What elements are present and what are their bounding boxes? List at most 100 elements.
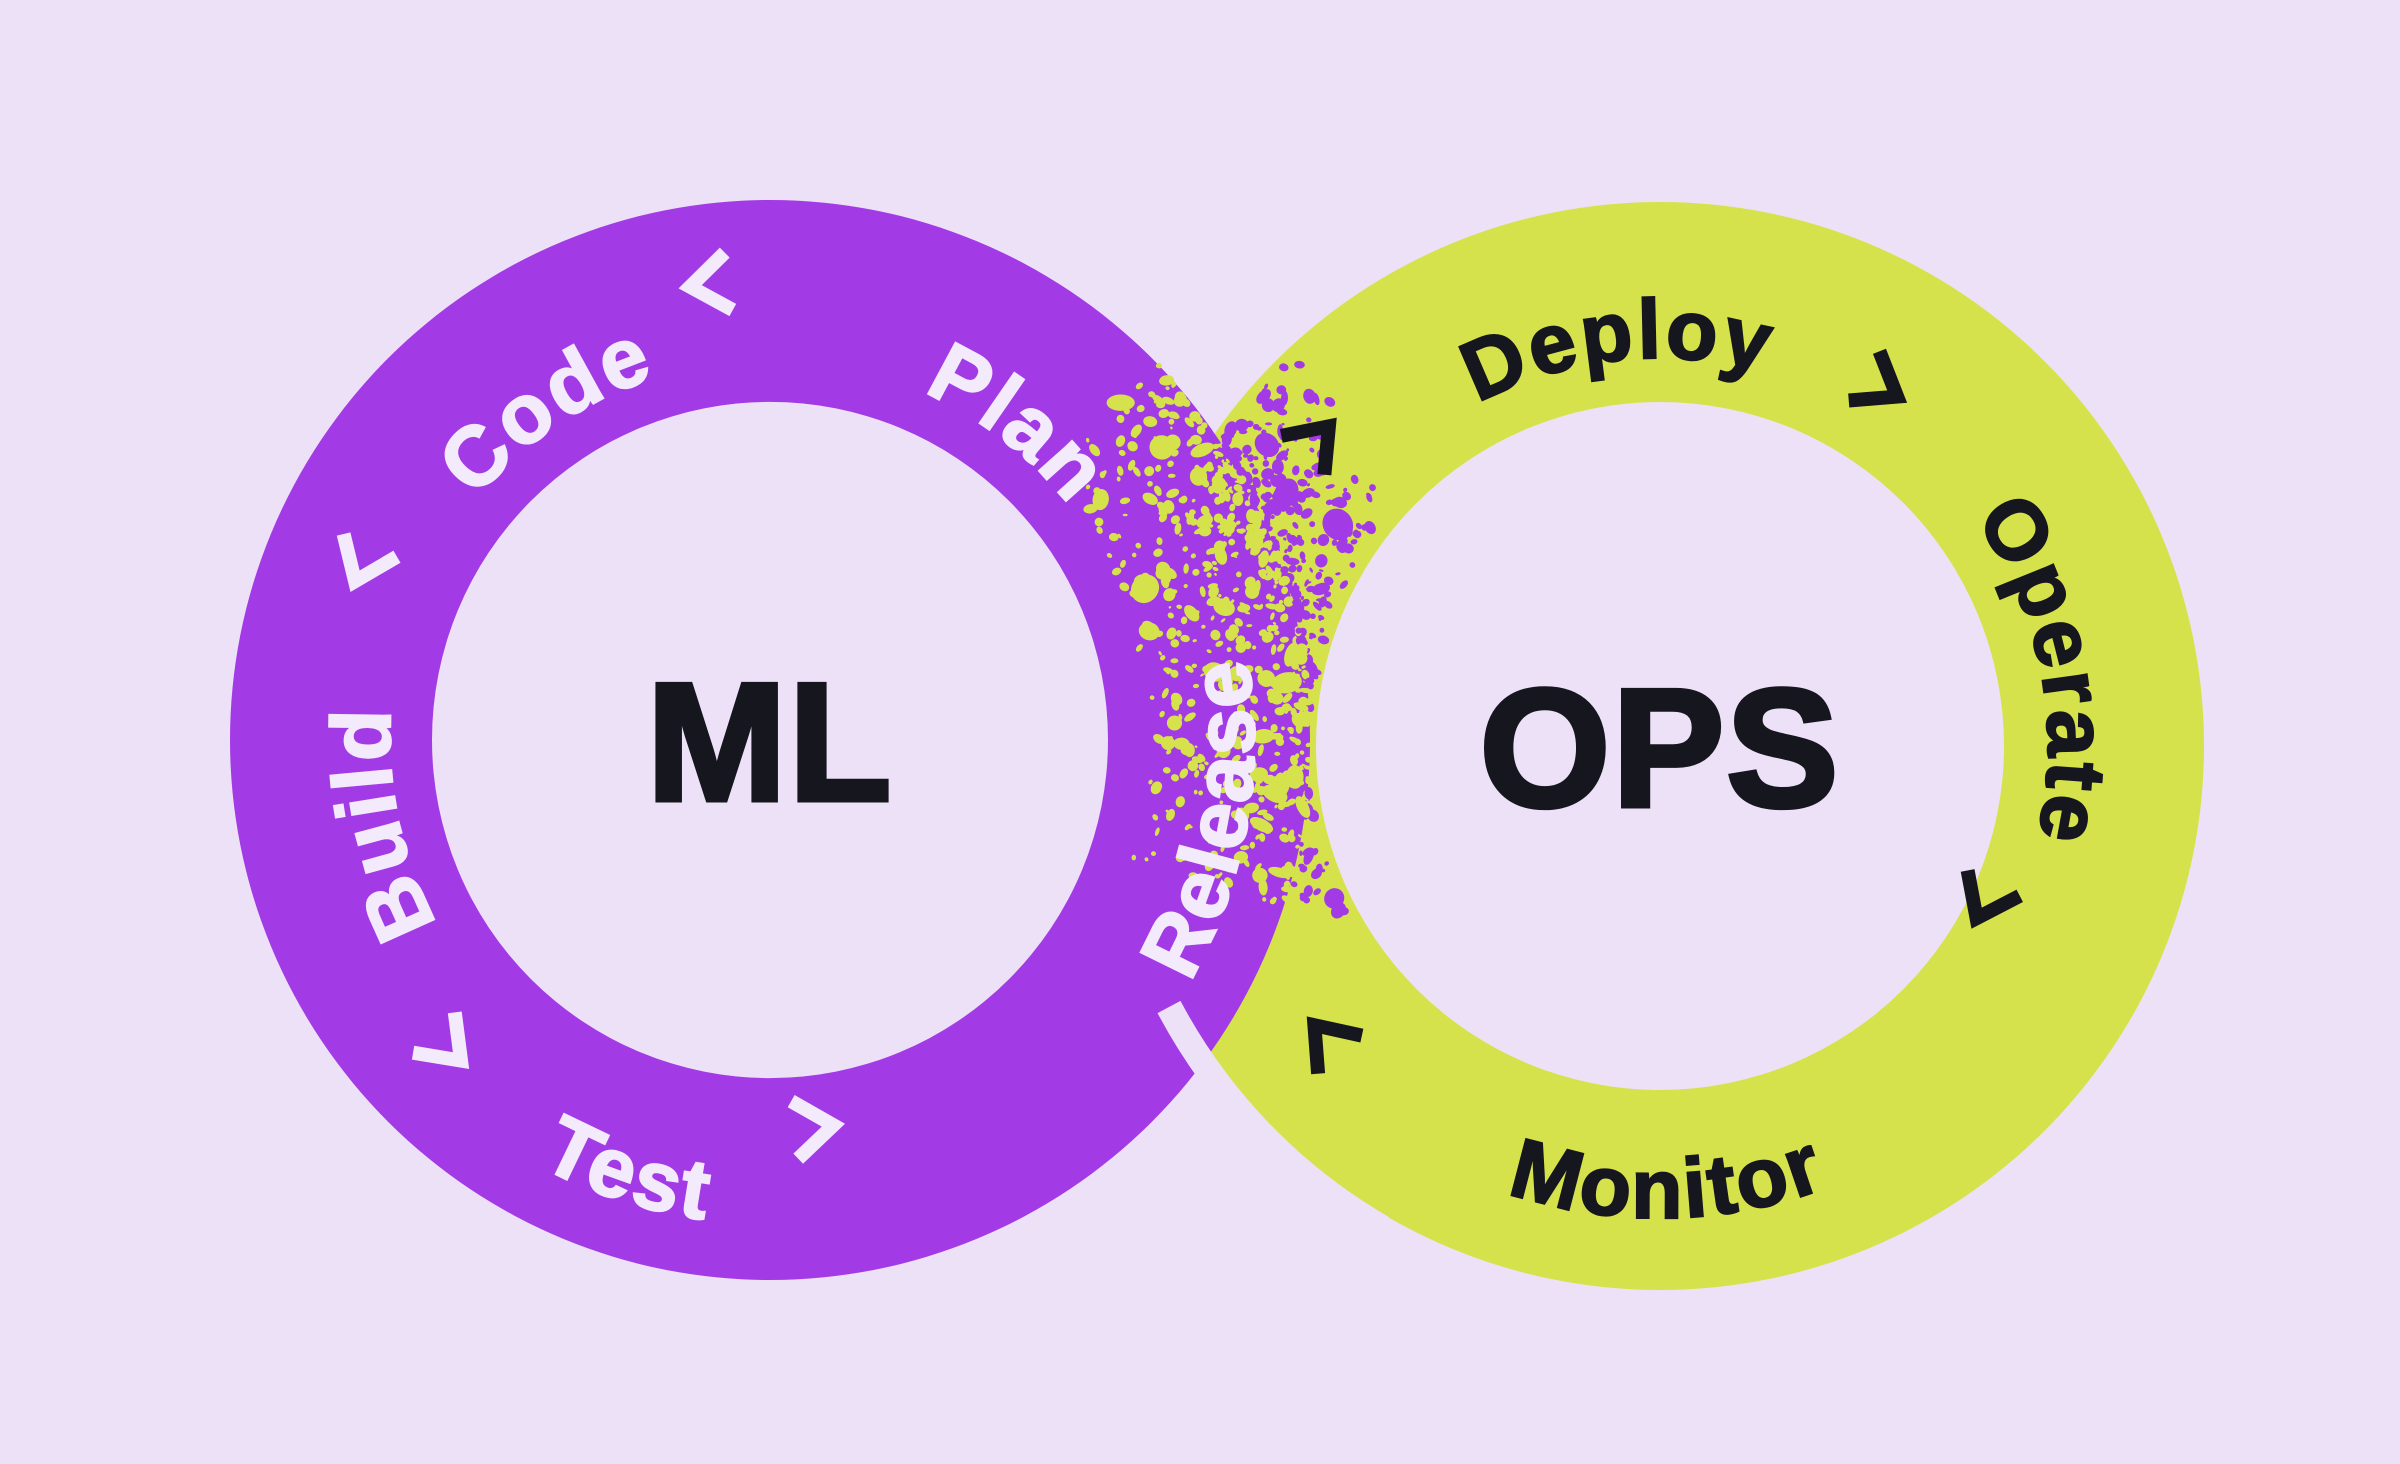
- splatter-dot: [1222, 780, 1227, 787]
- splatter-dot: [1294, 465, 1299, 469]
- splatter-dot: [1310, 537, 1318, 545]
- splatter-dot: [1301, 669, 1310, 680]
- splatter-dot: [1287, 726, 1294, 733]
- splatter-dot: [1284, 491, 1296, 500]
- splatter-dot: [1131, 854, 1137, 861]
- splatter-dot: [1108, 532, 1119, 542]
- splatter-dot: [1122, 513, 1128, 517]
- splatter-dot: [1291, 499, 1299, 508]
- splatter-dot: [1251, 510, 1264, 522]
- splatter-dot: [1252, 818, 1264, 829]
- splatter-dot: [1283, 537, 1287, 541]
- chevron-icon: [336, 532, 401, 593]
- splatter-dot: [1331, 539, 1338, 546]
- splatter-dot: [1313, 888, 1321, 896]
- splatter-dot: [1119, 497, 1131, 505]
- splatter-dot: [1213, 513, 1224, 523]
- splatter-dot: [1237, 604, 1251, 613]
- splatter-dot: [1246, 695, 1253, 699]
- splatter-dot: [1366, 492, 1372, 498]
- splatter-dot: [1182, 546, 1189, 552]
- splatter-dot: [1144, 857, 1149, 862]
- splatter-dot: [1282, 692, 1293, 703]
- splatter-dot: [1213, 598, 1235, 617]
- splatter-dot: [1209, 727, 1219, 736]
- splatter-dot: [1155, 362, 1162, 369]
- splatter-dot: [1339, 580, 1349, 589]
- splatter-dot: [1168, 418, 1175, 425]
- ops-ring: [1116, 202, 2204, 1290]
- splatter-dot: [1342, 491, 1352, 501]
- splatter-dot: [1325, 499, 1333, 506]
- flow-chevrons: [336, 247, 2023, 1164]
- splatter-dot: [1288, 584, 1292, 587]
- splatter-dot: [1123, 401, 1129, 406]
- splatter-dot: [1168, 606, 1172, 609]
- splatter-dot: [1143, 416, 1158, 428]
- splatter-dot: [1235, 809, 1240, 816]
- splatter-dot: [1303, 885, 1313, 898]
- splatter-dot: [1271, 459, 1284, 475]
- splatter-dot: [1281, 422, 1285, 426]
- splatter-dot: [1171, 381, 1176, 388]
- splatter-dot: [1297, 478, 1308, 487]
- splatter-dot: [1355, 522, 1362, 530]
- splatter-dot: [1287, 538, 1294, 544]
- splatter-dot: [1258, 796, 1265, 803]
- splatter-dot: [1249, 767, 1268, 782]
- splatter-dot: [1228, 538, 1236, 546]
- chevron-icon: [411, 1011, 470, 1070]
- splatter-dot: [1229, 503, 1236, 512]
- chevron-icon: [1279, 417, 1337, 476]
- splatter-dot: [1345, 521, 1351, 529]
- splatter-dot: [1161, 688, 1169, 699]
- splatter-dot: [1315, 571, 1323, 580]
- splatter-dot: [1281, 886, 1293, 893]
- splatter-dot: [1290, 707, 1297, 717]
- splatter-dot: [1292, 521, 1299, 529]
- splatter-dot: [1272, 621, 1277, 625]
- splatter-dot: [1262, 460, 1270, 467]
- splatter-dot: [1209, 490, 1215, 495]
- splatter-dot: [1198, 763, 1205, 772]
- splatter-dot: [1281, 586, 1289, 595]
- chevron-icon: [678, 247, 737, 317]
- splatter-dot: [1242, 444, 1252, 455]
- splatter-dot: [1361, 524, 1368, 531]
- splatter-dot: [1156, 490, 1162, 496]
- splatter-dot: [1217, 465, 1223, 470]
- splatter-dot: [1262, 519, 1271, 529]
- splatter-dot: [1280, 390, 1289, 406]
- splatter-dot: [1296, 688, 1302, 693]
- splatter-dot: [1218, 766, 1224, 770]
- splatter-dot: [1257, 744, 1264, 757]
- splatter-dot: [1278, 575, 1290, 586]
- splatter-dot: [1266, 673, 1269, 677]
- splatter-dot: [1223, 659, 1233, 668]
- splatter-dot: [1276, 486, 1284, 495]
- splatter-dot: [1331, 498, 1340, 507]
- splatter-dot: [1295, 507, 1303, 516]
- splatter-dot: [1164, 567, 1177, 580]
- splatter-dot: [1166, 749, 1172, 755]
- splatter-dot: [1144, 466, 1155, 477]
- splatter-dot: [1303, 698, 1314, 706]
- splatter-dot: [1170, 774, 1180, 782]
- splatter-dot: [1220, 618, 1226, 623]
- splatter-dot: [1284, 548, 1288, 554]
- splatter-dot: [1222, 461, 1229, 468]
- splatter-dot: [1301, 488, 1315, 498]
- splatter-dot: [1062, 486, 1067, 493]
- splatter-dot: [1274, 751, 1281, 756]
- splatter-dot: [1257, 426, 1262, 431]
- ml-ring: [230, 200, 1310, 1280]
- splatter-dot: [1301, 665, 1306, 669]
- splatter-dot: [1254, 432, 1280, 458]
- splatter-dot: [1180, 616, 1188, 625]
- splatter-dot: [1196, 514, 1213, 529]
- splatter-dot: [1244, 500, 1251, 507]
- splatter-dot: [1281, 726, 1285, 731]
- splatter-dot: [1230, 551, 1239, 558]
- splatter-dot: [1200, 505, 1210, 516]
- splatter-dot: [1312, 601, 1322, 611]
